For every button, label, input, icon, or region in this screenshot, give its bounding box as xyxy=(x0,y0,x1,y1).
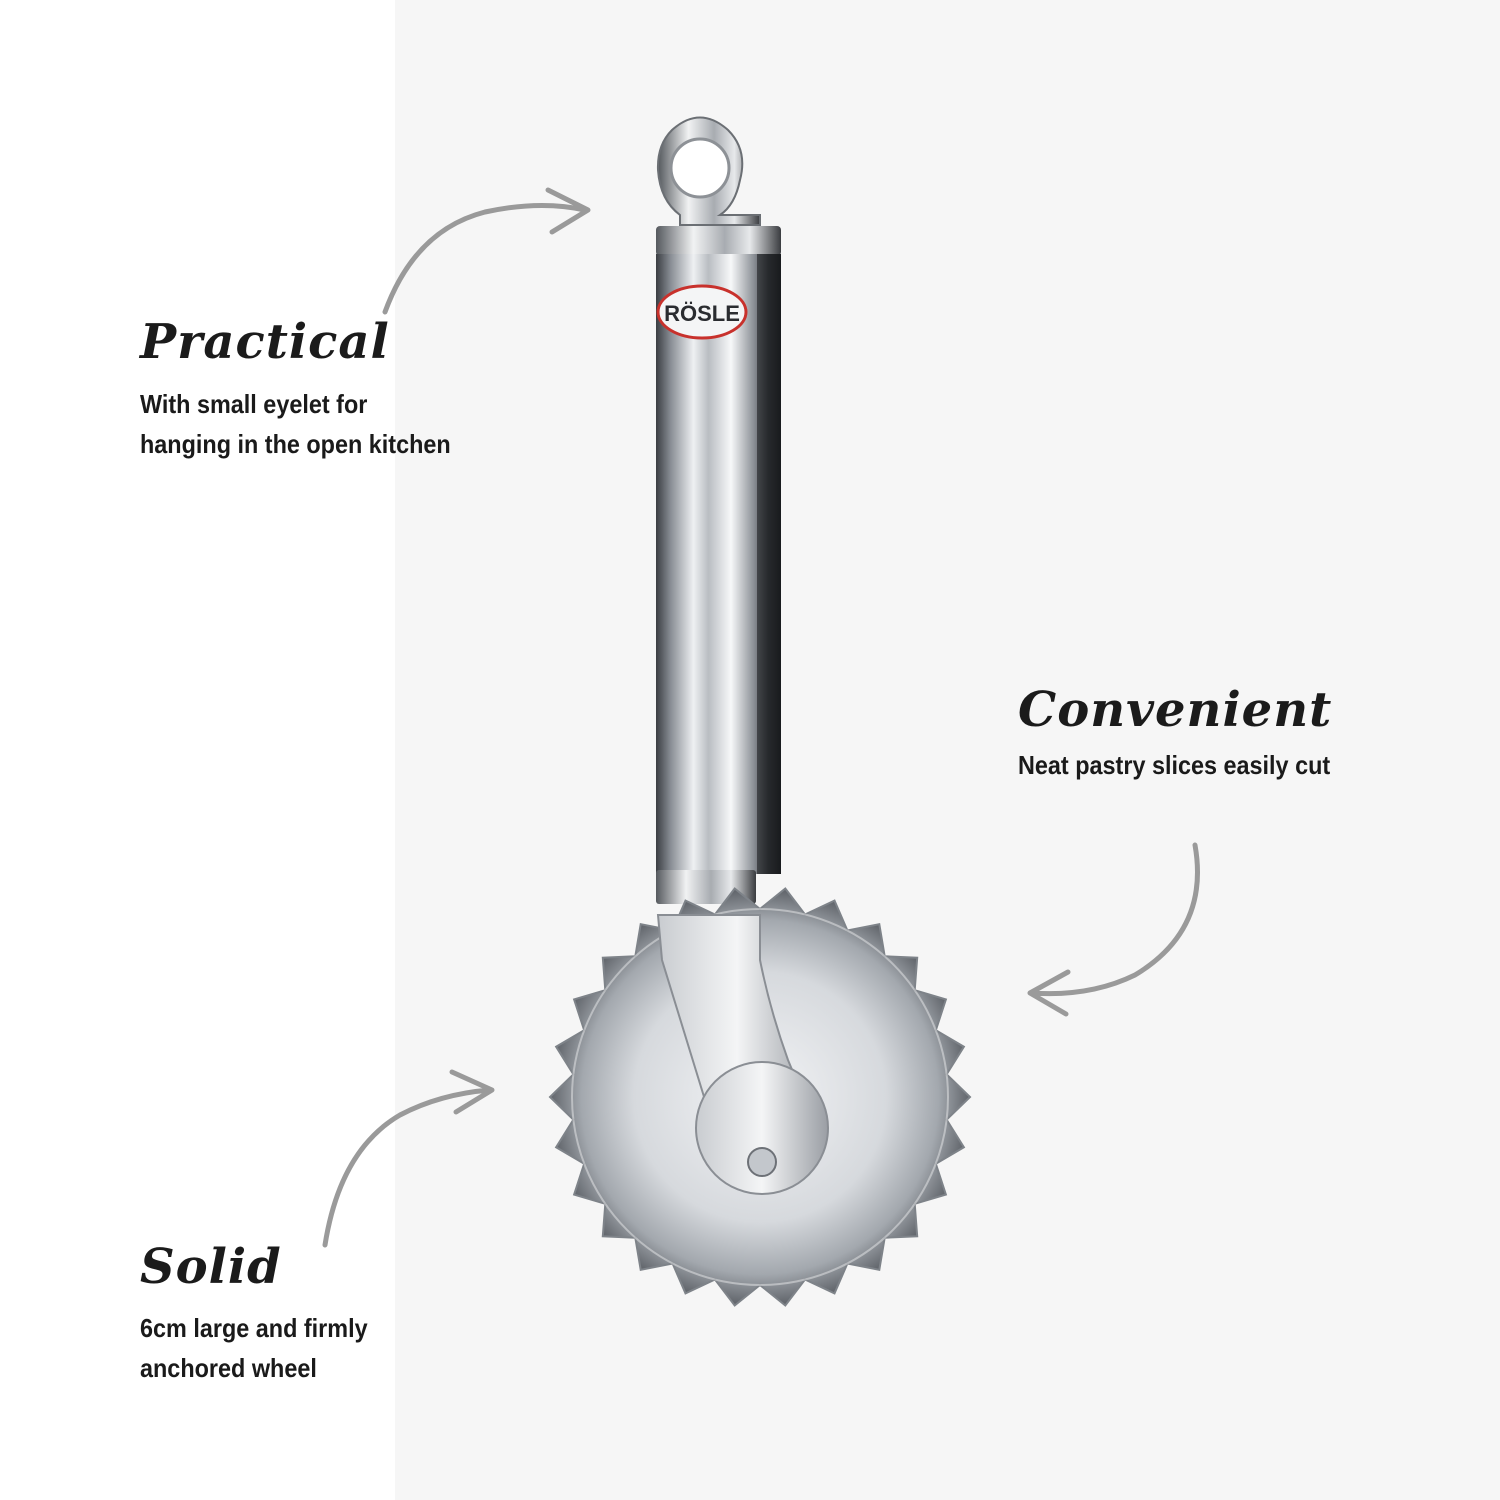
solid-description: 6cm large and firmly anchored wheel xyxy=(140,1308,368,1388)
solid-line: anchored wheel xyxy=(140,1353,317,1383)
convenient-description: Neat pastry slices easily cut xyxy=(1018,745,1330,785)
convenient-heading: Convenient xyxy=(1018,682,1333,738)
eyelet-icon xyxy=(656,116,761,226)
solid-heading: Solid xyxy=(140,1239,282,1295)
solid-line: 6cm large and firmly xyxy=(140,1313,368,1343)
practical-description: With small eyelet for hanging in the ope… xyxy=(140,384,451,464)
practical-line: With small eyelet for xyxy=(140,389,368,419)
practical-heading: Practical xyxy=(140,314,390,370)
practical-line: hanging in the open kitchen xyxy=(140,429,451,459)
svg-text:RÖSLE: RÖSLE xyxy=(664,301,740,326)
brand-logo: RÖSLE xyxy=(656,284,748,340)
convenient-line: Neat pastry slices easily cut xyxy=(1018,750,1331,780)
